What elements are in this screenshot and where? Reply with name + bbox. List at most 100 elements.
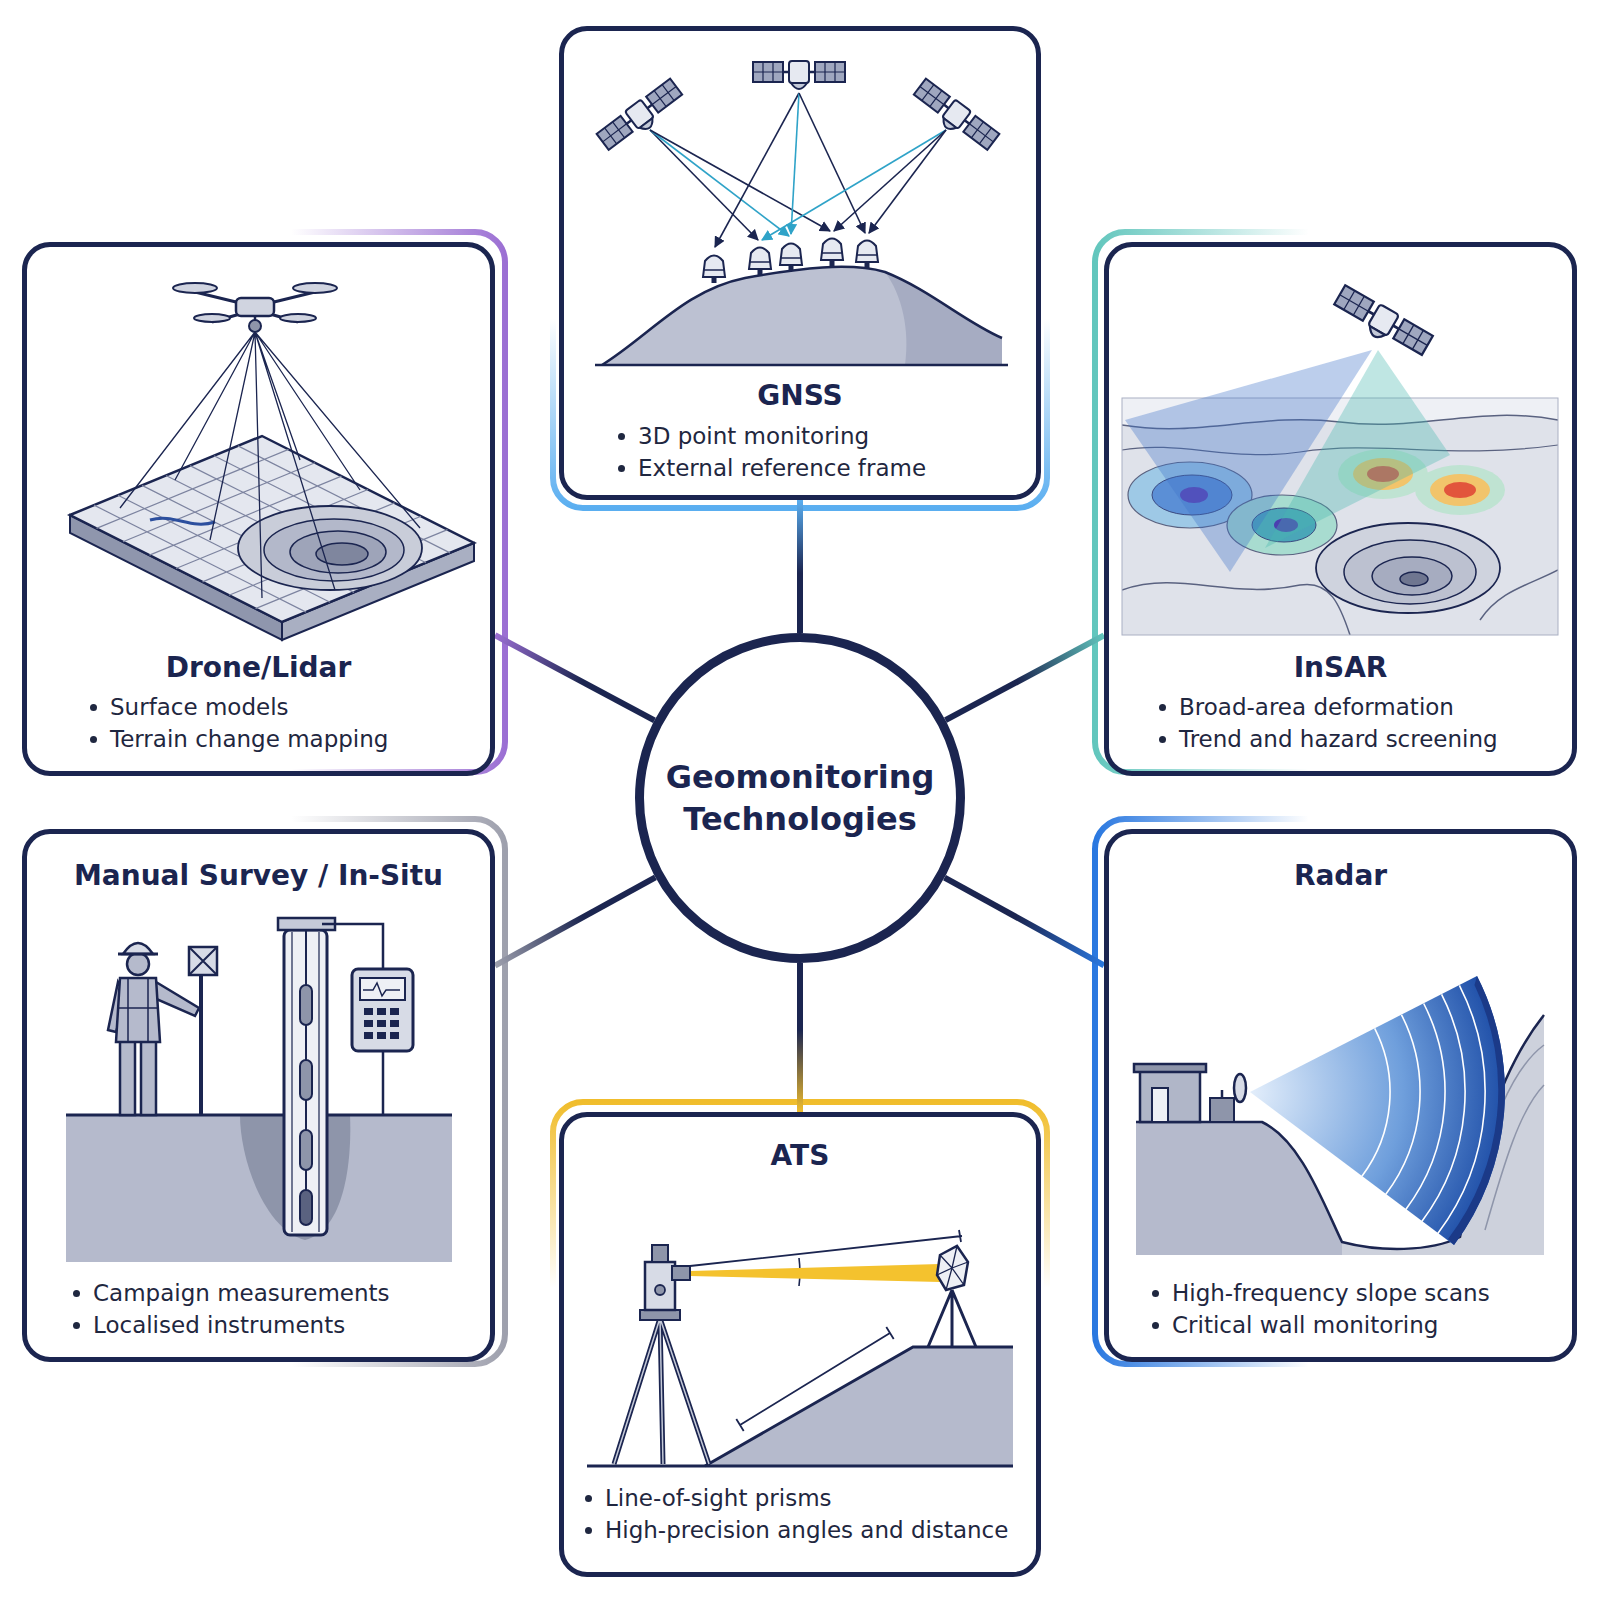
bullet-row: Critical wall monitoring [1152,1309,1490,1341]
instrument-base [640,1310,680,1320]
pit-contour [290,531,386,573]
bullet-list: Campaign measurementsLocalised instrumen… [73,1277,390,1341]
satellite [910,78,1000,156]
accent-outline [30,232,505,772]
angle-line [690,1230,962,1266]
connector-line [946,635,1104,720]
card-heading: InSAR [1294,651,1388,685]
telescope [672,1266,690,1280]
accent-outline [553,34,1047,508]
tripod [614,1318,709,1464]
technology-card: GNSS 3D point monitoringExternal referenc… [559,26,1041,500]
signal-line [650,130,789,236]
bullet-row: Trend and hazard screening [1159,723,1498,755]
probe-sensor [300,1190,312,1225]
probe-sensor [300,1130,312,1170]
signal-line [762,130,946,240]
card-heading: Manual Survey / In-Situ [74,859,443,893]
radar-base [1210,1098,1234,1122]
connector-line [945,878,1104,966]
deformation-zone [1415,465,1505,515]
scan-arcs [1362,985,1485,1233]
bullet-row: External reference frame [618,452,926,484]
deformation-zone [1430,474,1490,506]
radar-hut [1140,1070,1200,1122]
laser-beam [690,1264,940,1282]
survey-pole [199,965,203,1115]
hub-circle: Geomonitoring Technologies [635,633,965,963]
rotor [194,314,230,322]
keypad [364,1008,399,1039]
hill-shade [885,272,1002,365]
bullet-text: Localised instruments [93,1309,345,1341]
gnss-receiver [856,241,878,269]
signal-line [834,130,946,231]
radar-scan [1250,976,1505,1245]
signal-line [715,93,799,247]
bullet-text: Line-of-sight prisms [605,1482,832,1514]
bullet-dot [90,704,97,711]
signal-line [650,130,758,240]
bullet-dot [585,1495,592,1502]
signal-trace [363,983,400,996]
bullet-dot [73,1322,80,1329]
survey-target [189,947,217,975]
pit-contour [264,519,404,581]
radar-mast [1221,1090,1224,1098]
bullet-dot [73,1290,80,1297]
worker-leg [141,1040,156,1115]
gnss-receiver [703,256,725,284]
accent-outline [1095,232,1570,772]
distance-dimension [736,1327,893,1431]
deformation-core [1444,482,1476,498]
terrain-mesh [94,446,450,612]
bullet-dot [585,1527,592,1534]
bullet-row: High-precision angles and distance [585,1514,1008,1546]
gnss-receiver [780,244,802,272]
bullet-list: 3D point monitoringExternal reference fr… [618,420,926,484]
bullet-row: High-frequency slope scans [1152,1277,1490,1309]
bullet-text: High-precision angles and distance [605,1514,1008,1546]
connector-line [797,500,803,633]
bench-ground [1136,1122,1342,1255]
technology-card: InSAR Broad-area deformationTrend and haz… [1104,242,1577,776]
bullet-row: Campaign measurements [73,1277,390,1309]
ground-line [587,1465,1013,1468]
rotor [280,314,316,322]
bullet-text: Terrain change mapping [110,723,388,755]
bullet-row: 3D point monitoring [618,420,926,452]
worker-torso [116,978,160,1042]
probe-sensor [300,985,312,1025]
card-heading: GNSS [757,379,843,413]
bullet-dot [1152,1322,1159,1329]
rotor [173,283,217,293]
bullet-row: Line-of-sight prisms [585,1482,1008,1514]
bullet-dot [618,433,625,440]
insar-illustration [1122,284,1558,635]
bullet-row: Localised instruments [73,1309,390,1341]
tripod-highlight [614,1318,709,1464]
hub-title: Geomonitoring Technologies [660,756,940,840]
bullet-row: Broad-area deformation [1159,691,1498,723]
bullet-text: External reference frame [638,452,926,484]
terrain-surface [70,436,474,622]
accent-outline [1095,819,1570,1364]
card-heading: ATS [771,1139,830,1173]
bullet-list: High-frequency slope scansCritical wall … [1152,1277,1490,1341]
card-heading: Radar [1294,859,1387,893]
pit-contour [1400,572,1428,586]
technology-card: ATS Line-of-sight prismsHigh-precision an… [559,1112,1041,1577]
connector-line [797,963,803,1112]
logger-stand [382,1051,385,1115]
prism-facets [937,1246,968,1290]
bullet-dot [1159,704,1166,711]
bullet-text: Broad-area deformation [1179,691,1454,723]
worker-leg [120,1040,135,1115]
ground-line [595,364,1008,367]
drone-arms [195,292,315,322]
gnss-illustration [595,61,1008,365]
radar-illustration [1134,976,1544,1255]
bullet-dot [1159,736,1166,743]
lidar-rays [120,332,420,598]
